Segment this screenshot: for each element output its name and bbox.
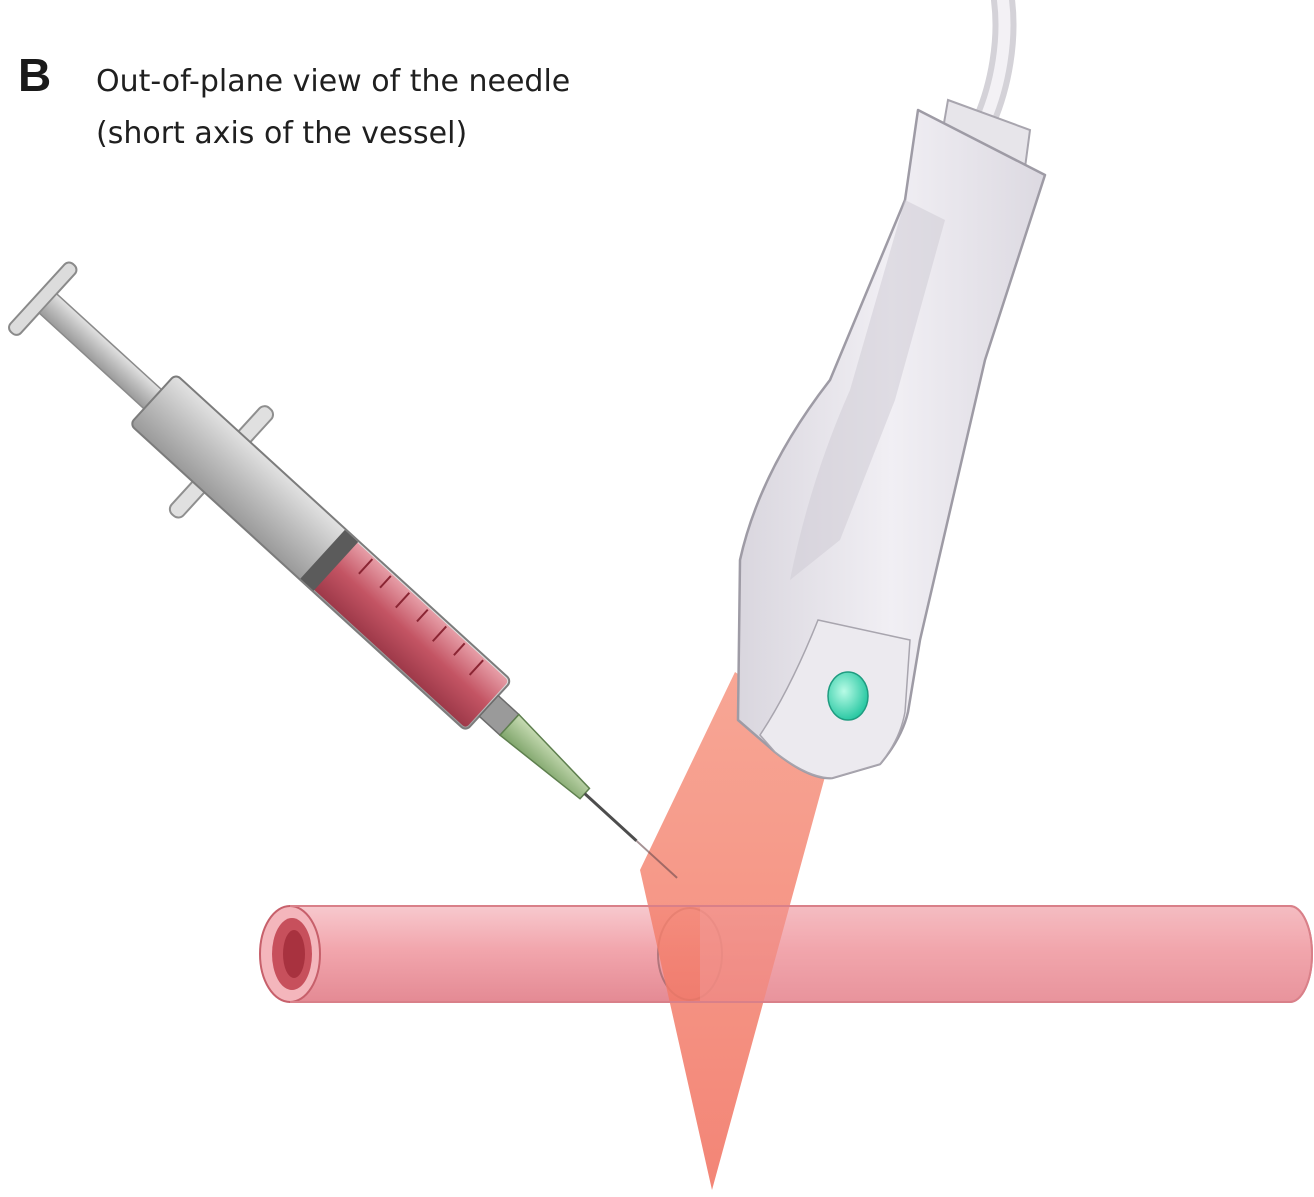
probe-indicator-light — [828, 672, 868, 720]
syringe-icon — [0, 241, 726, 931]
blood-vessel-front — [700, 906, 1312, 1002]
ultrasound-probe-icon — [738, 0, 1045, 778]
